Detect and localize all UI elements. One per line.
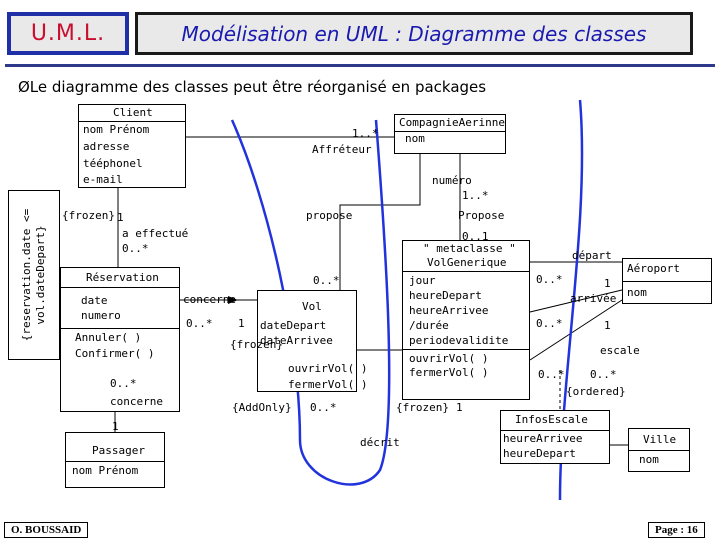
class-vol-attr: dateDepart: [260, 319, 327, 332]
class-compagnie-name: CompagnieAerinne: [399, 116, 505, 129]
class-client-attr: e-mail: [83, 173, 123, 186]
label-frozen-client: {frozen}: [62, 209, 115, 222]
constraint-line-2: vol.dateDepart}: [34, 225, 47, 325]
class-passager: Passager nom Prénom: [65, 432, 165, 488]
class-compagnie-attr: nom: [405, 132, 425, 145]
label-arrivee-mult-right: 1: [604, 319, 611, 332]
class-aeroport: Aéroport nom: [622, 258, 712, 304]
class-ville: Ville nom: [628, 428, 690, 472]
class-reservation: Réservation date numero Annuler( ) Confi…: [60, 267, 180, 412]
class-volgenerique-stereotype: " metaclasse ": [423, 242, 516, 255]
label-depart-mult-left: 0..*: [536, 273, 563, 286]
label-decrit: décrit: [360, 436, 400, 449]
label-propose-role: Propose: [458, 209, 505, 222]
label-escale: escale: [600, 344, 640, 357]
label-client-mult: 1: [117, 211, 124, 224]
class-client-attr: tééphonel: [83, 157, 143, 170]
header-divider: [5, 64, 715, 67]
class-reservation-op: Annuler( ): [75, 331, 142, 344]
label-concerne-vol-mult: 1: [238, 317, 245, 330]
class-compagnie: CompagnieAerinne nom: [394, 114, 506, 154]
footer-page-number: Page : 16: [648, 522, 705, 538]
class-aeroport-name: Aéroport: [627, 262, 680, 275]
logo-text: U.M.L.: [30, 21, 106, 46]
label-concerne-vol: concerne: [183, 293, 236, 306]
class-vol-op: ouvrirVol( ): [288, 362, 368, 375]
class-volgenerique-attr: heureDepart: [409, 289, 482, 302]
class-infosescale-attr: heureDepart: [503, 447, 576, 460]
class-infosescale: InfosEscale heureArrivee heureDepart: [500, 410, 610, 464]
header-title-box: Modélisation en UML : Diagramme des clas…: [135, 12, 693, 55]
label-affreteur-mult: 1..*: [352, 127, 379, 140]
navigability-arrow: [228, 296, 238, 304]
class-ville-attr: nom: [639, 453, 659, 466]
class-volgenerique: " metaclasse " VolGenerique jour heureDe…: [402, 240, 530, 400]
label-res-vol-mult: 0..*: [313, 274, 340, 287]
label-numero: numéro: [432, 174, 472, 187]
label-concerne-mult: 0..*: [110, 377, 137, 390]
class-volgenerique-attr: periodevalidite: [409, 334, 509, 347]
class-client-name: Client: [113, 106, 153, 119]
label-a-effectue: a effectué: [122, 227, 189, 240]
class-vol: Vol dateDepart dateArrivee ouvrirVol( ) …: [257, 290, 367, 392]
class-volgenerique-attr: heureArrivee: [409, 304, 489, 317]
assoc-escale: [529, 299, 623, 361]
class-client-attr: nom Prénom: [83, 123, 150, 136]
label-frozen-vg-mult: 1: [456, 401, 463, 414]
label-ordered: {ordered}: [566, 385, 626, 398]
label-a-effectue-mult: 0..*: [122, 242, 149, 255]
class-reservation-attr: date: [81, 294, 108, 307]
label-passager-mult: 1: [112, 420, 119, 433]
assoc-propose: [339, 154, 421, 300]
class-client-attr: adresse: [83, 140, 130, 153]
class-volgenerique-op: fermerVol( ): [409, 366, 489, 379]
class-passager-attr: nom Prénom: [72, 464, 139, 477]
assoc-arrivee: [529, 289, 623, 313]
label-depart-mult-right: 1: [604, 277, 611, 290]
footer-author: O. BOUSSAID: [4, 522, 89, 538]
label-addonly: {AddOnly}: [232, 401, 292, 414]
label-frozen-vg: {frozen}: [396, 401, 449, 414]
label-numero-mult: 1..*: [462, 189, 489, 202]
label-affreteur: Affréteur: [312, 143, 372, 156]
label-arrivee: arrivée: [570, 292, 617, 305]
class-vol-attr: dateArrivee: [260, 334, 333, 347]
label-concerne: concerne: [110, 395, 163, 408]
constraint-note-text: {reservation.date <= vol.dateDepart}: [20, 209, 48, 341]
slide-subtitle: ØLe diagramme des classes peut être réor…: [18, 78, 487, 96]
class-vol-name: Vol: [302, 300, 322, 313]
label-addonly-mult: 0..*: [310, 401, 337, 414]
label-escale-mult-right: 0..*: [590, 368, 617, 381]
class-volgenerique-name: VolGenerique: [427, 256, 507, 269]
class-ville-name: Ville: [643, 433, 677, 446]
uml-logo: U.M.L.: [7, 12, 129, 55]
label-escale-mult-left: 0..*: [538, 368, 565, 381]
constraint-line-1: {reservation.date <=: [20, 208, 33, 342]
page-title: Modélisation en UML : Diagramme des clas…: [181, 21, 647, 46]
package-boundary-left: [230, 119, 391, 486]
class-passager-name: Passager: [92, 444, 145, 457]
class-volgenerique-attr: /durée: [409, 319, 449, 332]
constraint-note: {reservation.date <= vol.dateDepart}: [8, 190, 60, 360]
class-client: Client nom Prénom adresse tééphonel e-ma…: [78, 104, 186, 188]
label-propose: propose: [306, 209, 353, 222]
class-reservation-name: Réservation: [86, 271, 159, 284]
class-infosescale-name: InfosEscale: [515, 413, 588, 426]
class-vol-op: fermerVol( ): [288, 378, 368, 391]
label-depart: départ: [572, 249, 612, 262]
label-arrivee-mult-left: 0..*: [536, 317, 563, 330]
class-aeroport-attr: nom: [627, 286, 647, 299]
class-volgenerique-attr: jour: [409, 274, 436, 287]
class-infosescale-attr: heureArrivee: [503, 432, 583, 445]
label-concerne-res-mult: 0..*: [186, 317, 213, 330]
label-vg-mult: 0..1: [462, 230, 489, 243]
class-reservation-attr: numero: [81, 309, 121, 322]
label-frozen-vol: {frozen}: [230, 338, 283, 351]
class-reservation-op: Confirmer( ): [75, 347, 155, 360]
class-volgenerique-op: ouvrirVol( ): [409, 352, 489, 365]
